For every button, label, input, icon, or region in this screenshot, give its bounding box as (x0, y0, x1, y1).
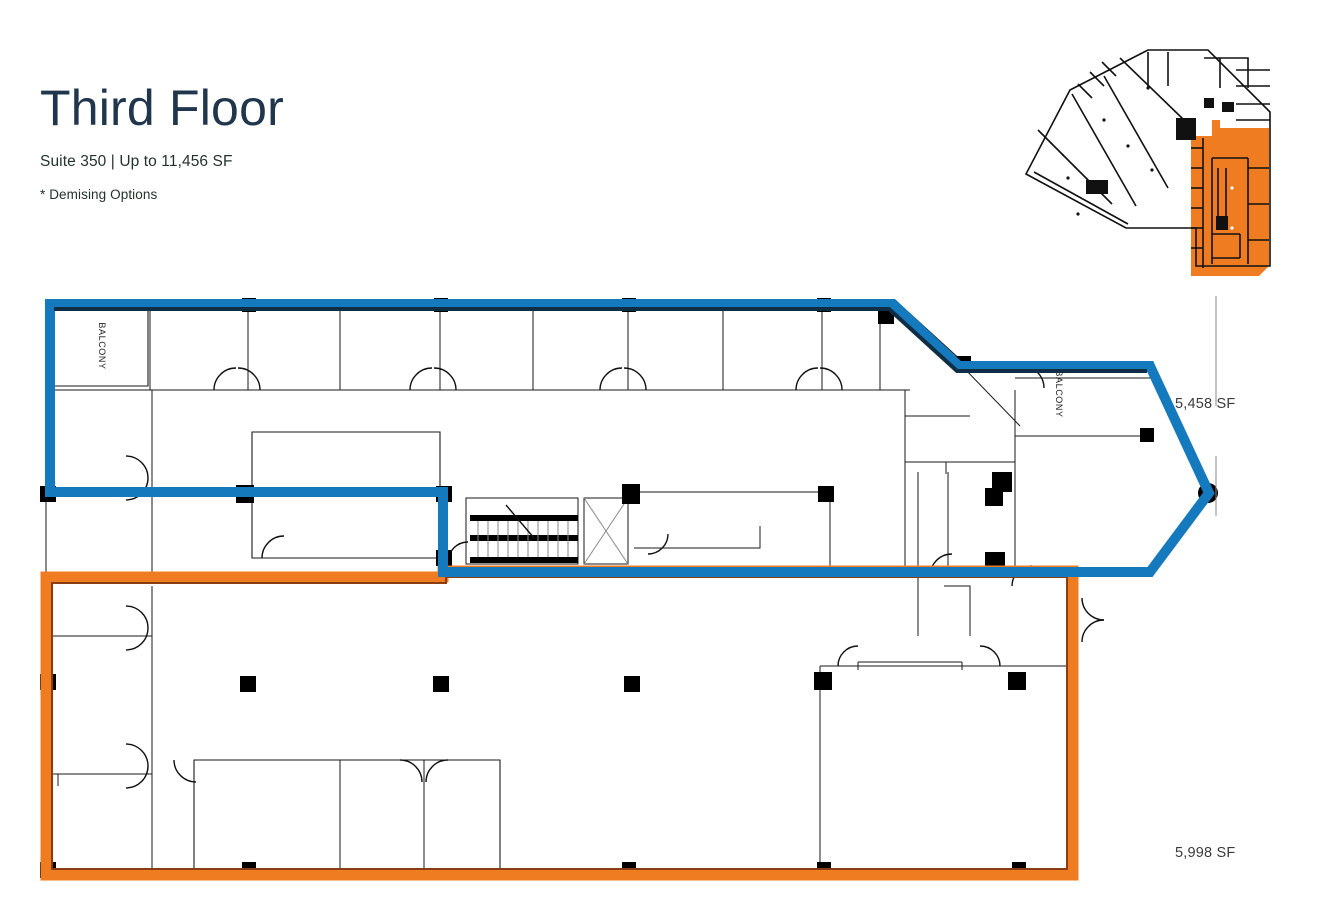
key-plan-thumbnail (1024, 49, 1271, 276)
page-title: Third Floor (40, 80, 284, 136)
demising-options-note: * Demising Options (40, 186, 158, 202)
key-plan-building-outline (1024, 49, 1271, 276)
key-plan-highlight-wing (1191, 120, 1269, 276)
area-label-upper-suite: 5,458 SF (1175, 396, 1236, 412)
suite-summary: Suite 350 | Up to 11,456 SF (40, 152, 233, 170)
suite-highlight-upper-blue (45, 299, 1215, 577)
balcony-label-left: BALCONY (97, 322, 107, 369)
key-plan-detail-lines (1033, 52, 1270, 268)
key-plan-left-wing (1024, 49, 1271, 267)
area-label-lower-suite: 5,998 SF (1175, 845, 1236, 861)
floor-plan-door-swings (125, 365, 1105, 789)
floor-plan-drawing: BALCONY BALCONY (40, 296, 1218, 881)
balcony-label-right: BALCONY (1054, 370, 1064, 417)
header-block: Third Floor Suite 350 | Up to 11,456 SF … (40, 82, 600, 202)
floor-plan-walls (45, 299, 1214, 881)
